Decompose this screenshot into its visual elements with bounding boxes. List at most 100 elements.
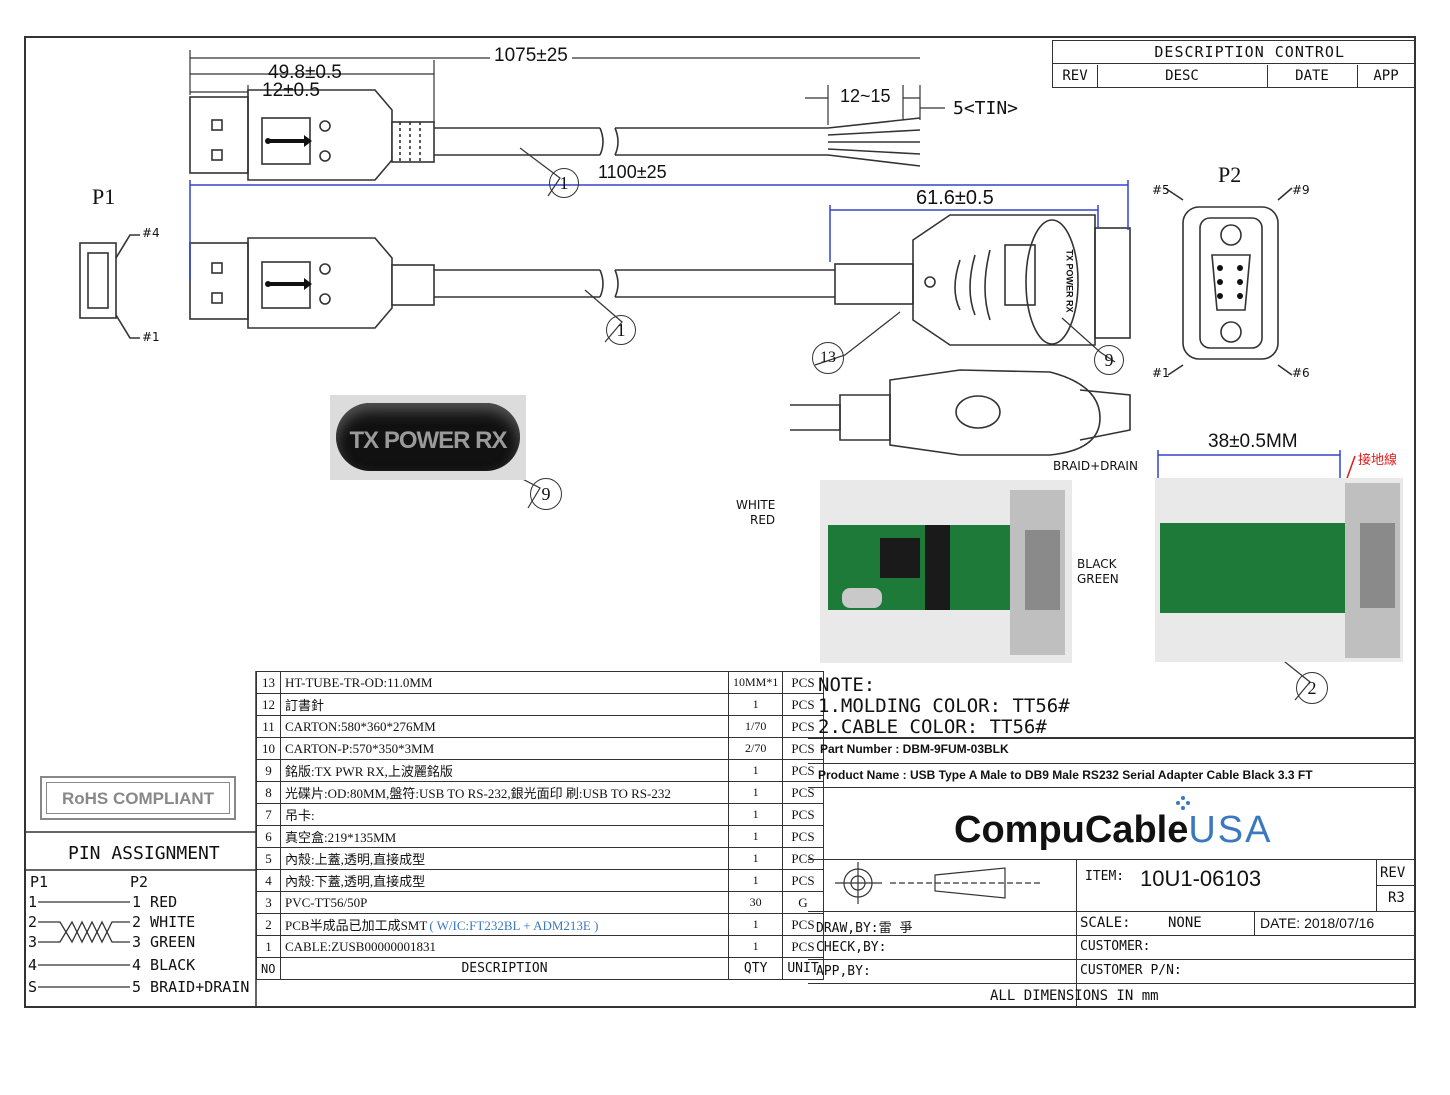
- part-number: Part Number : DBM-9FUM-03BLK: [820, 742, 1009, 756]
- bom-cell-qty: 1: [727, 935, 784, 958]
- bom-cell-qty: 1/70: [727, 715, 784, 738]
- db9-molding-body: [912, 214, 1096, 346]
- bom-cell-desc-text: CARTON-P:570*350*3MM: [285, 740, 435, 756]
- pin-p1-s: S: [28, 978, 38, 996]
- bom-cell-no: 12: [256, 693, 281, 716]
- bom-cell-no-text: 1: [265, 938, 272, 954]
- bom-cell-no: 5: [256, 847, 281, 870]
- scale-label: SCALE:: [1080, 915, 1131, 931]
- dc-col-date: DATE: [1267, 65, 1358, 87]
- bom-cell-no-text: 12: [262, 696, 275, 712]
- bom-cell-desc: CARTON-P:570*350*3MM: [280, 737, 729, 760]
- brand-part2: USA: [1188, 809, 1273, 851]
- pin-p2-4: 4 BLACK: [132, 956, 196, 974]
- dim-pcb-width: 38±0.5MM: [1208, 431, 1298, 452]
- dim-cable-length: 1100±25: [598, 162, 667, 182]
- usb-plug-bottom-body: [247, 237, 393, 329]
- dim-overall: 1075±25: [490, 45, 572, 67]
- bom-cell-unit: PCS: [782, 693, 824, 716]
- bom-cell-qty: 1: [727, 825, 784, 848]
- notes-title: NOTE:: [818, 674, 876, 696]
- bom-cell-qty-text: 1: [752, 697, 759, 711]
- bom-header-unit: UNIT: [782, 957, 824, 980]
- bom-cell-desc: 內殼:下蓋,透明,直接成型: [280, 869, 729, 892]
- bom-cell-unit-text: PCS: [791, 718, 815, 734]
- app-by: APP,BY:: [816, 964, 871, 979]
- pin-p1-4: 4: [28, 956, 38, 974]
- wire-label-green: GREEN: [1077, 572, 1119, 586]
- bom-cell-desc: CARTON:580*360*276MM: [280, 715, 729, 738]
- rev-value: R3: [1388, 890, 1405, 906]
- bom-cell-no-text: 10: [262, 740, 275, 756]
- bom-cell-qty-text: 1/70: [745, 719, 767, 733]
- pcb-board-back: [1160, 523, 1345, 613]
- scale-value: NONE: [1168, 915, 1202, 931]
- p2-pin-5: #5: [1152, 183, 1170, 197]
- bom-cell-unit-text: PCS: [791, 806, 815, 822]
- pin-col-p2: P2: [130, 873, 149, 891]
- callout-2: 2: [1296, 672, 1328, 704]
- p2-pin-9: #9: [1292, 183, 1310, 197]
- bom-cell-no: 13: [256, 671, 281, 694]
- dc-col-desc: DESC: [1097, 65, 1268, 87]
- bom-cell-unit-text: PCS: [791, 762, 815, 778]
- bom-cell-unit-text: PCS: [791, 674, 815, 690]
- bom-cell-qty-text: 1: [752, 939, 759, 953]
- bom-cell-desc-text: HT-TUBE-TR-OD:11.0MM: [285, 674, 433, 690]
- bom-header-no: NO: [256, 957, 281, 980]
- label-photo: TX POWER RX: [330, 395, 526, 480]
- wire-label-black: BLACK: [1077, 557, 1117, 571]
- bom-cell-qty: 30: [727, 891, 784, 914]
- dc-col-rev: REV: [1053, 65, 1098, 87]
- bom-cell-qty: 2/70: [727, 737, 784, 760]
- bom-cell-qty-text: 1: [752, 785, 759, 799]
- dimensions-note: ALL DIMENSIONS IN mm: [990, 988, 1159, 1004]
- wire-label-white: WHITE: [736, 498, 776, 512]
- db9-pins: [1025, 530, 1060, 610]
- bom-cell-desc-text: CABLE:ZUSB00000001831: [285, 938, 436, 954]
- customer: CUSTOMER:: [1080, 939, 1151, 954]
- bom-cell-qty: 1: [727, 759, 784, 782]
- bom-cell-qty: 1: [727, 781, 784, 804]
- draw-by: DRAW,BY:雷 爭: [816, 921, 913, 936]
- bom-cell-desc: 光碟片:OD:80MM,盤符:USB TO RS-232,銀光面印 刷:USB …: [280, 781, 729, 804]
- bom-cell-desc-text: 內殼:下蓋,透明,直接成型: [285, 874, 426, 889]
- p2-pin-6: #6: [1292, 366, 1310, 380]
- p1-pin-1: #1: [142, 330, 160, 344]
- ic-chip: [880, 538, 920, 578]
- pin-p1-3: 3: [28, 933, 38, 951]
- bom-cell-unit-text: PCS: [791, 828, 815, 844]
- pin-p2-5: 5 BRAID+DRAIN: [132, 978, 250, 996]
- p1-pin-4: #4: [142, 226, 160, 240]
- bom-cell-qty-text: 1: [752, 851, 759, 865]
- bom-header-qty: QTY: [727, 957, 784, 980]
- dc-col-app: APP: [1373, 68, 1399, 84]
- callout-13: 13: [812, 342, 844, 374]
- dim-strip: 12~15: [840, 86, 891, 106]
- callout-1-bottom: 1: [606, 315, 636, 345]
- bom-cell-desc-text: 訂書針: [285, 698, 325, 713]
- pin-p1-1: 1: [28, 893, 38, 911]
- ic-chip-2: [925, 525, 950, 610]
- bom-cell-no-text: 13: [262, 674, 275, 690]
- bom-cell-unit-text: PCS: [791, 850, 815, 866]
- bom-cell-desc: PCB半成品已加工成SMT( W/IC:FT232BL + ADM213E ): [280, 913, 729, 936]
- bom-cell-no: 11: [256, 715, 281, 738]
- bom-cell-no: 4: [256, 869, 281, 892]
- bom-cell-qty: 1: [727, 869, 784, 892]
- wire-label-red: RED: [750, 513, 776, 527]
- bom-cell-no-text: 5: [265, 850, 272, 866]
- bom-cell-unit: PCS: [782, 759, 824, 782]
- bom-cell-unit: PCS: [782, 825, 824, 848]
- bom-cell-desc: 銘版:TX PWR RX,上波麗銘版: [280, 759, 729, 782]
- brand-dots-icon: [1176, 795, 1190, 810]
- drawing-frame: [24, 36, 1416, 1008]
